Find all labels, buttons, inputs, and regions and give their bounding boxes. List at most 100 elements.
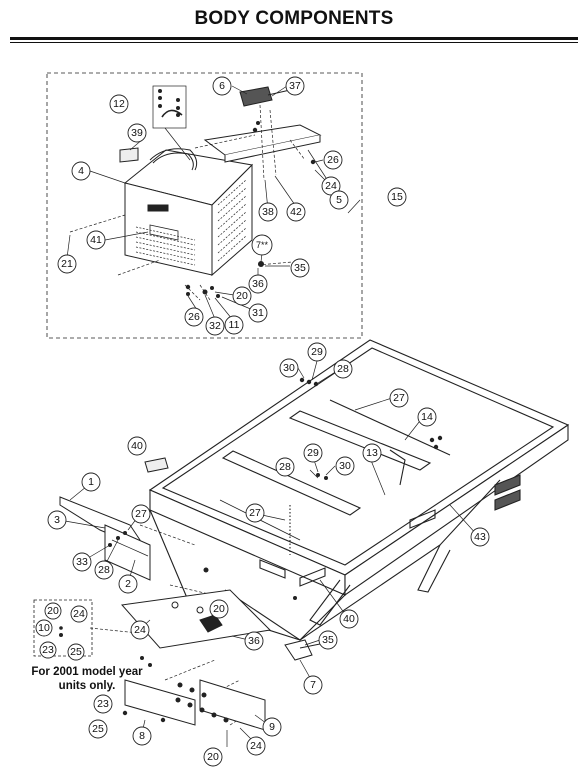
bracket-8 <box>124 679 196 726</box>
svg-text:4: 4 <box>78 165 84 177</box>
svg-text:7**: 7** <box>256 240 269 250</box>
decal-40 <box>144 457 169 473</box>
svg-text:43: 43 <box>474 531 486 543</box>
svg-text:39: 39 <box>131 127 143 139</box>
svg-text:20: 20 <box>236 290 248 302</box>
control-box-assembly-boundary <box>46 72 363 339</box>
svg-text:11: 11 <box>229 319 240 331</box>
callout-42: 42 <box>286 202 306 222</box>
svg-text:2: 2 <box>125 578 131 590</box>
note-line-1: For 2001 model year <box>31 666 143 678</box>
callout-12: 12 <box>109 94 129 114</box>
svg-text:36: 36 <box>248 635 260 647</box>
callout-20: 20 <box>232 286 252 306</box>
callout-8: 8 <box>132 726 152 746</box>
callout-28: 28 <box>333 359 353 379</box>
svg-text:9: 9 <box>269 721 275 733</box>
callout-7-star: 7** <box>251 234 273 256</box>
model-year-note: For 2001 model year units only. <box>7 665 167 693</box>
callout-30: 30 <box>279 358 299 378</box>
svg-text:29: 29 <box>307 447 319 459</box>
callout-30-b: 30 <box>335 456 355 476</box>
svg-text:27: 27 <box>249 507 261 519</box>
callout-28-c: 28 <box>94 560 114 580</box>
svg-text:35: 35 <box>294 262 306 274</box>
svg-text:13: 13 <box>366 447 378 459</box>
callout-29-b: 29 <box>303 443 323 463</box>
bracket-9 <box>199 679 266 731</box>
title-rule-thick <box>10 37 578 40</box>
callout-23-b: 23 <box>93 694 113 714</box>
svg-text:10: 10 <box>38 622 50 634</box>
callout-3: 3 <box>47 510 67 530</box>
svg-text:31: 31 <box>252 307 264 319</box>
svg-text:1: 1 <box>88 476 94 488</box>
callout-40: 40 <box>127 436 147 456</box>
svg-text:5: 5 <box>336 194 342 206</box>
svg-text:30: 30 <box>283 362 295 374</box>
callout-5: 5 <box>329 190 349 210</box>
svg-text:6: 6 <box>219 80 225 92</box>
svg-text:37: 37 <box>289 80 301 92</box>
control-box <box>123 148 254 277</box>
callout-27-c: 27 <box>131 504 151 524</box>
callout-28-b: 28 <box>275 457 295 477</box>
callout-20-d: 20 <box>203 747 223 767</box>
callout-15: 15 <box>387 187 407 207</box>
callout-25-b: 25 <box>88 719 108 739</box>
svg-text:24: 24 <box>250 740 262 752</box>
svg-text:20: 20 <box>47 605 59 617</box>
svg-text:36: 36 <box>252 278 264 290</box>
svg-text:24: 24 <box>134 624 146 636</box>
svg-text:30: 30 <box>339 460 351 472</box>
callout-9: 9 <box>262 717 282 737</box>
svg-text:28: 28 <box>337 363 349 375</box>
svg-text:27: 27 <box>393 392 405 404</box>
svg-text:35: 35 <box>322 634 334 646</box>
svg-text:40: 40 <box>343 613 355 625</box>
callout-7: 7 <box>303 675 323 695</box>
callout-1: 1 <box>81 472 101 492</box>
svg-text:28: 28 <box>279 461 291 473</box>
callout-4: 4 <box>71 161 91 181</box>
svg-text:15: 15 <box>391 191 403 203</box>
svg-text:23: 23 <box>42 644 54 656</box>
callout-11: 11 <box>224 315 244 335</box>
page-title: BODY COMPONENTS <box>194 8 394 29</box>
callout-24-d: 24 <box>246 736 266 756</box>
callout-38: 38 <box>258 202 278 222</box>
title-rule-thin <box>10 42 578 43</box>
callout-36-b: 36 <box>244 631 264 651</box>
decal <box>119 147 139 163</box>
callout-6: 6 <box>212 76 232 96</box>
callout-24-b: 24 <box>130 620 150 640</box>
callout-20-c: 20 <box>44 602 62 620</box>
svg-text:20: 20 <box>207 751 219 763</box>
svg-text:7: 7 <box>310 679 316 691</box>
callout-39: 39 <box>127 123 147 143</box>
svg-text:26: 26 <box>188 311 200 323</box>
callout-32: 32 <box>205 316 225 336</box>
callout-13: 13 <box>362 443 382 463</box>
svg-text:20: 20 <box>213 603 225 615</box>
callout-27-b: 27 <box>245 503 265 523</box>
callout-2: 2 <box>118 574 138 594</box>
note-line-2: units only. <box>58 680 116 692</box>
motor-mount-plate <box>121 589 272 649</box>
svg-text:21: 21 <box>61 258 73 270</box>
callout-29: 29 <box>307 342 327 362</box>
svg-text:32: 32 <box>209 320 221 332</box>
svg-text:27: 27 <box>135 508 147 520</box>
svg-text:26: 26 <box>327 154 339 166</box>
svg-text:41: 41 <box>90 234 102 246</box>
svg-text:29: 29 <box>311 346 323 358</box>
svg-text:8: 8 <box>139 730 145 742</box>
callout-40-b: 40 <box>339 609 359 629</box>
callout-25: 25 <box>67 643 85 661</box>
svg-text:28: 28 <box>98 564 110 576</box>
svg-text:14: 14 <box>421 411 433 423</box>
callout-43: 43 <box>470 527 490 547</box>
svg-text:38: 38 <box>262 206 274 218</box>
svg-text:24: 24 <box>73 608 85 620</box>
